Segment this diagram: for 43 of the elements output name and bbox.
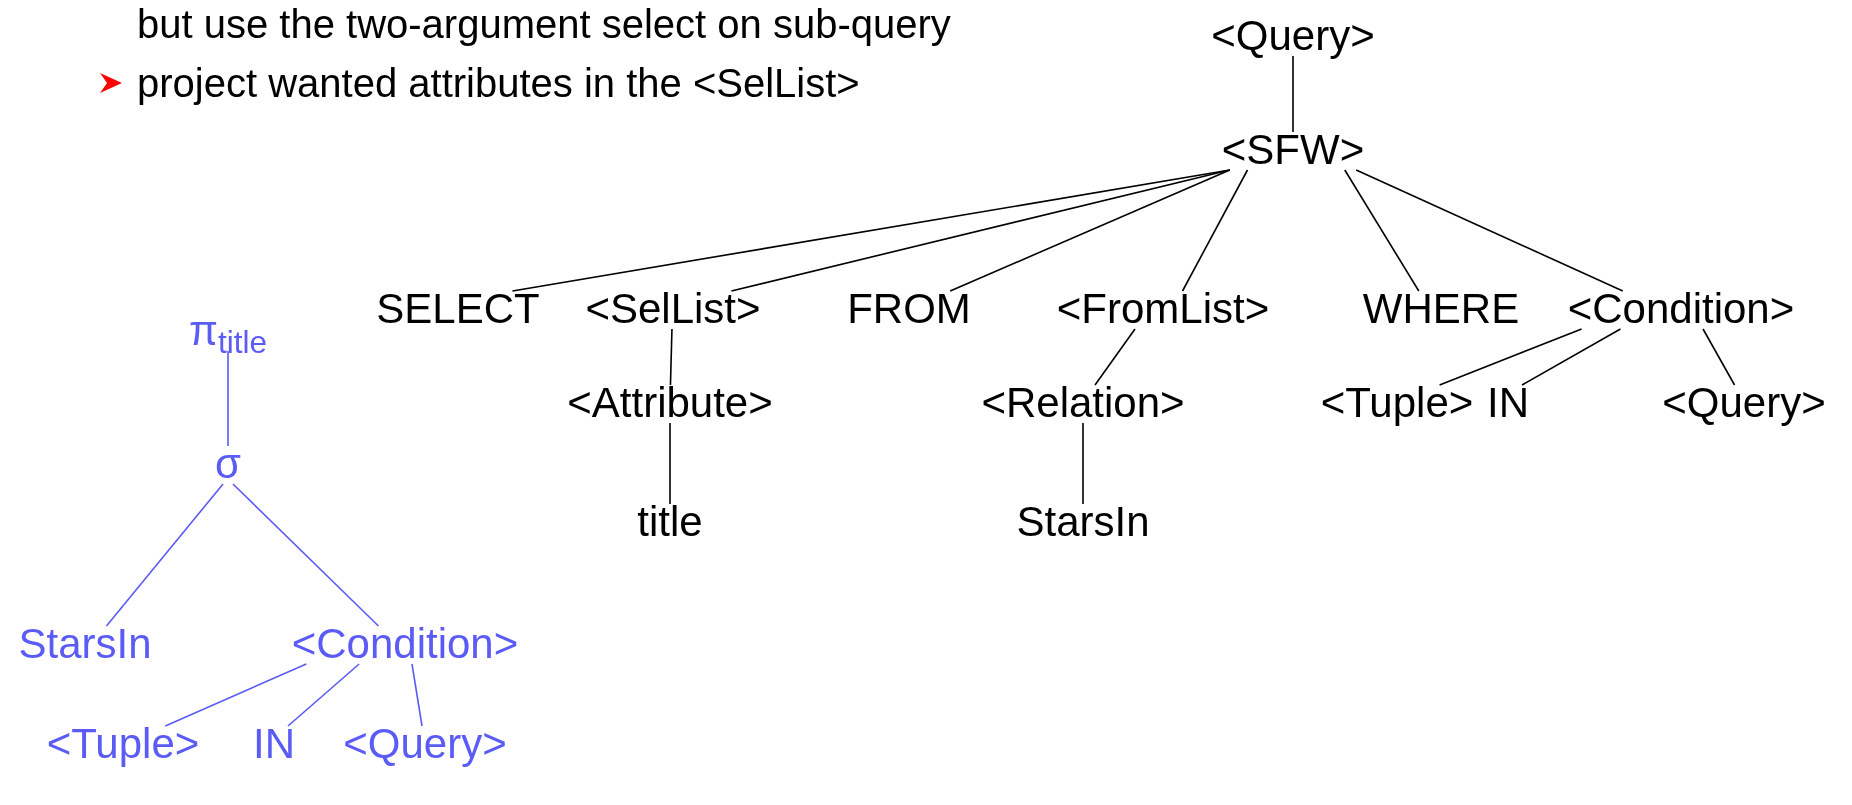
tree-branch-line [949,169,1231,292]
tree-branch-line [669,422,671,505]
tree-node-label: <Query> [1211,12,1375,60]
tree-branch-line [1702,328,1736,386]
tree-branch-line [1082,422,1084,505]
tree-branch-line [1292,55,1294,133]
tree-node-label: title [637,498,703,546]
tree-node-label: <Tuple> [1320,379,1474,427]
tree-node-label: <SelList> [585,285,761,333]
tree-branch-line [1344,169,1420,292]
tree-branch-line [227,350,229,447]
tree-branch-line [411,663,423,727]
tree-node-label: IN [253,720,295,768]
tree-branch-line [669,328,673,386]
tree-node-label: π$_{title}$ [189,307,267,355]
tree-node-label: <Query> [1662,379,1826,427]
tree-branch-line [1181,169,1249,292]
tree-branch-line [1355,169,1624,292]
tree-node-label: IN [1487,379,1529,427]
bullet-text: but use the two-argument select on sub-query [137,1,951,48]
tree-node-label: StarsIn [18,620,152,668]
tree-node-label: <Condition> [1567,285,1795,333]
tree-node-label: σ [215,440,241,488]
tree-node-label: <FromList> [1056,285,1270,333]
tree-node-label: <SFW> [1221,126,1365,174]
tree-branch-line [287,663,360,727]
tree-branch-line [730,169,1231,292]
tree-node-label: WHERE [1362,285,1520,333]
tree-node-label: <Relation> [981,379,1185,427]
tree-branch-line [105,483,224,627]
tree-branch-line [1094,328,1136,386]
tree-node-label: <Query> [343,720,507,768]
tree-branch-line [164,663,308,727]
tree-node-label: SELECT [376,285,540,333]
tree-branch-line [232,483,380,627]
tree-node-label: StarsIn [1016,498,1150,546]
tree-branch-line [1521,328,1622,386]
tree-branch-line [1438,328,1583,386]
bullet-text: project wanted attributes in the <SelList> [137,60,860,107]
tree-node-label: <Attribute> [567,379,773,427]
tree-node-label: <Condition> [291,620,519,668]
tree-node-label: <Tuple> [46,720,200,768]
tree-node-label: FROM [847,285,971,333]
